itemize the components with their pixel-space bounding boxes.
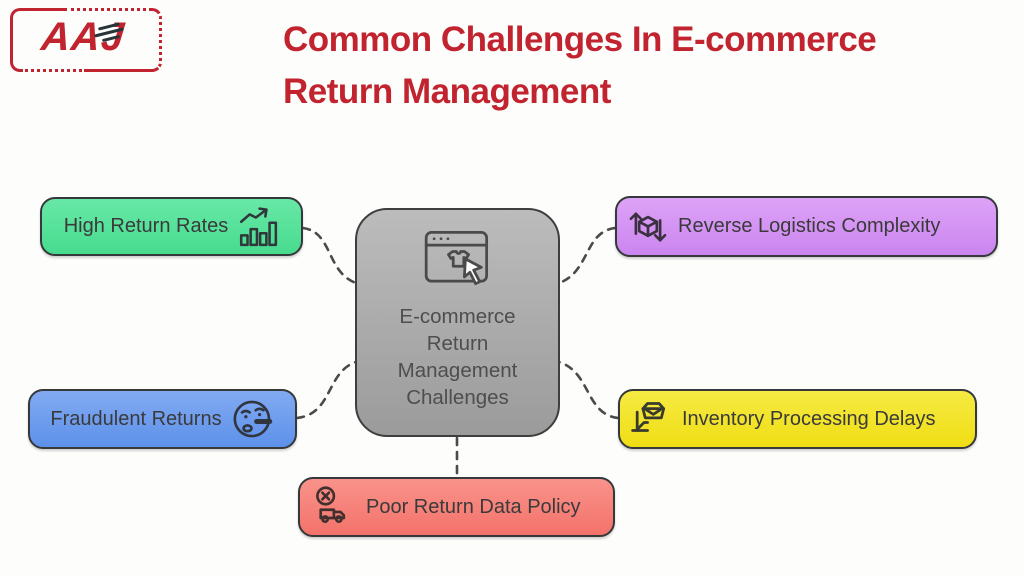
node-label: Reverse Logistics Complexity: [678, 215, 941, 237]
logo-dotted-border-top: [63, 8, 152, 11]
cube-arrows-icon: [626, 204, 670, 250]
node-label: Inventory Processing Delays: [682, 407, 936, 430]
connector-fraudulent-returns: [295, 360, 358, 420]
connector-high-return-rates: [301, 226, 358, 285]
node-high-return-rates: High Return Rates: [40, 197, 303, 256]
chart-increase-icon: [237, 206, 279, 248]
logo-dotted-border-bottom: [20, 69, 87, 72]
node-label: High Return Rates: [63, 215, 229, 237]
node-label: Fraudulent Returns: [50, 407, 222, 430]
node-poor-return-data-policy: Poor Return Data Policy: [298, 477, 615, 537]
node-fraudulent-returns: Fraudulent Returns: [28, 389, 297, 449]
logo-text: AAJ: [39, 15, 127, 59]
node-reverse-logistics-complexity: Reverse Logistics Complexity: [615, 196, 998, 257]
page-title: Common Challenges In E-commerce Return M…: [283, 14, 983, 118]
page-title-line2: Return Management: [283, 72, 611, 111]
page-title-line1: Common Challenges In E-commerce: [283, 20, 877, 59]
lying-face-icon: [231, 397, 275, 441]
package-trolley-icon: [628, 396, 674, 442]
center-node-label: E-commerce Return Management Challenges: [397, 305, 518, 409]
aaj-logo: AAJ: [10, 7, 162, 73]
truck-cancel-icon: [313, 485, 357, 529]
connector-reverse-logistics: [557, 226, 617, 285]
node-label: Poor Return Data Policy: [366, 495, 581, 518]
center-node-ecommerce-return-challenges: E-commerce Return Management Challenges: [355, 208, 560, 437]
node-inventory-processing-delays: Inventory Processing Delays: [618, 389, 977, 449]
connector-inventory-delays: [557, 360, 620, 420]
browser-return-click-icon: [423, 228, 493, 299]
